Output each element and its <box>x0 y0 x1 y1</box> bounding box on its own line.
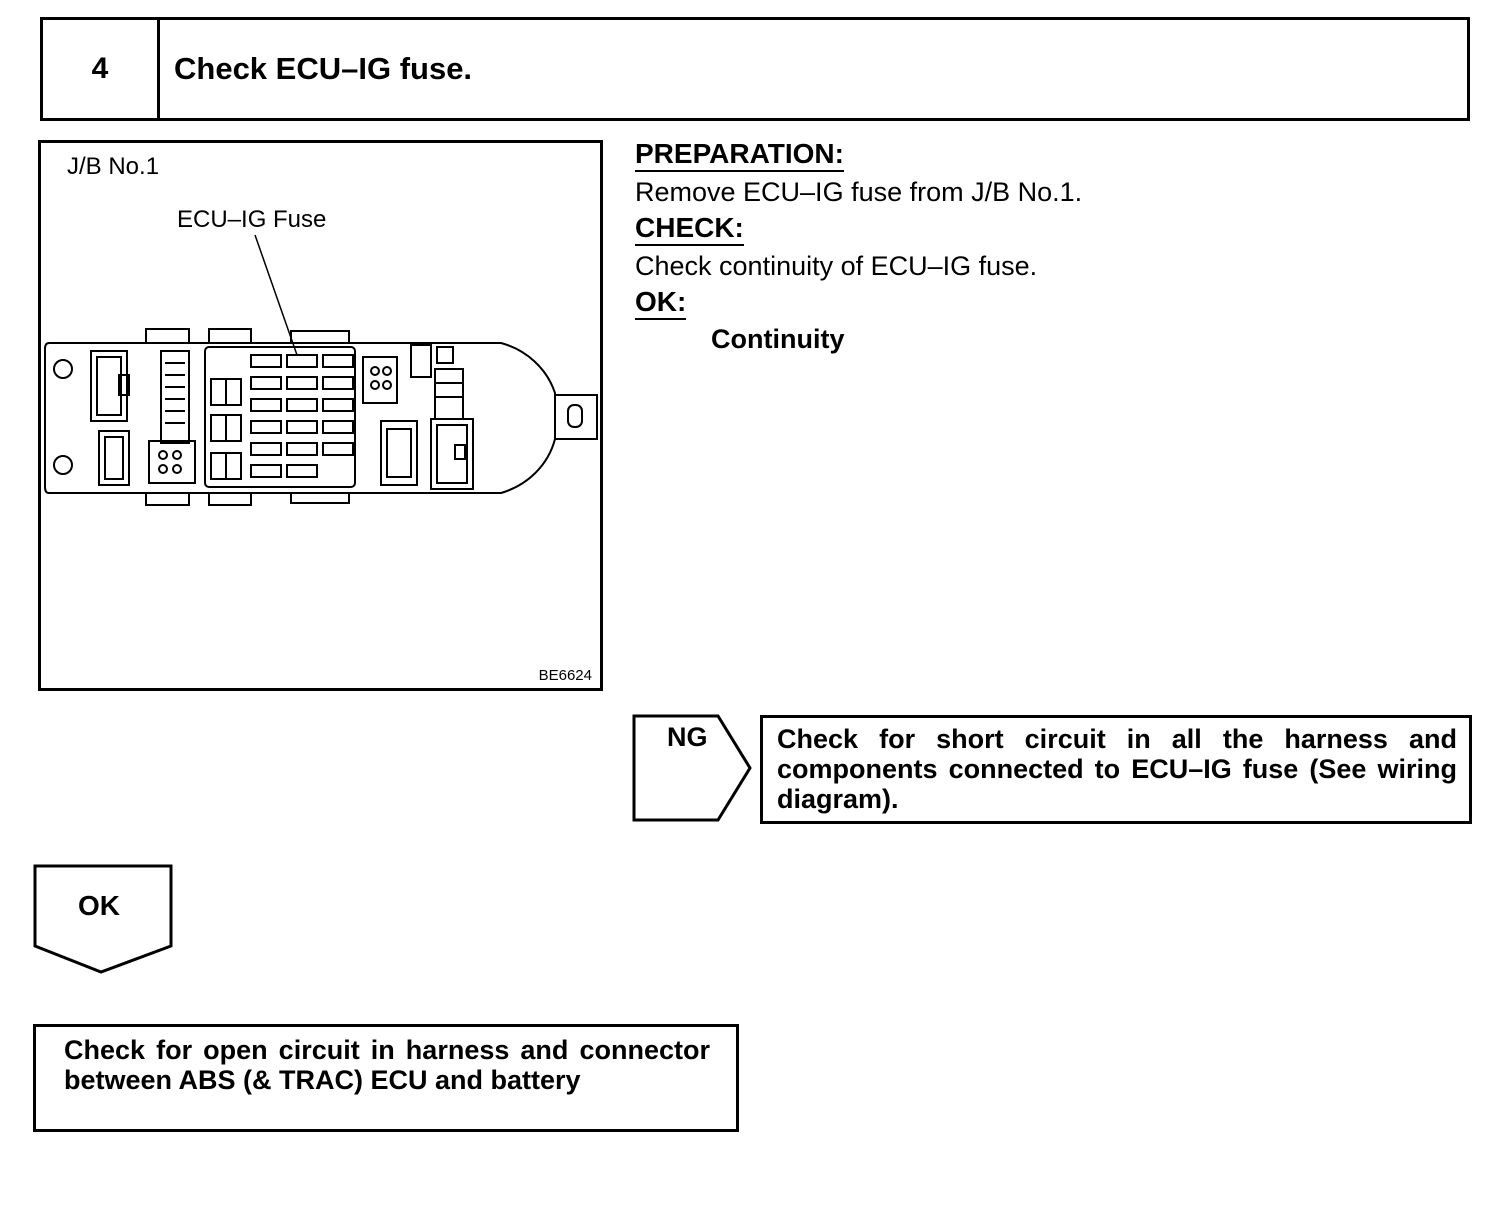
junction-block-drawing <box>44 234 598 506</box>
ok-value: Continuity <box>711 324 845 354</box>
junction-block-label: J/B No.1 <box>67 153 160 180</box>
ng-arrow-icon <box>632 714 752 822</box>
check-heading: CHECK: <box>635 212 744 246</box>
step-header: 4 Check ECU–IG fuse. <box>40 17 1470 121</box>
step-title: Check ECU–IG fuse. <box>174 51 473 86</box>
ok-arrow-icon <box>33 864 173 974</box>
fuse-callout-label: ECU–IG Fuse <box>177 206 327 233</box>
ng-label: NG <box>667 722 708 752</box>
ok-label: OK <box>78 890 120 921</box>
ng-action-box: Check for short circuit in all the harne… <box>760 715 1472 824</box>
figure-code: BE6624 <box>538 667 592 684</box>
ok-heading: OK: <box>635 286 687 320</box>
check-text: Check continuity of ECU–IG fuse. <box>635 251 1038 281</box>
preparation-text: Remove ECU–IG fuse from J/B No.1. <box>635 177 1083 207</box>
instructions: PREPARATION: Remove ECU–IG fuse from J/B… <box>635 138 1475 355</box>
fuse-leader-line <box>254 234 298 356</box>
junction-block-figure: J/B No.1 ECU–IG Fuse BE6624 <box>38 140 603 691</box>
ok-action-box: Check for open circuit in harness and co… <box>33 1024 739 1132</box>
step-number: 4 <box>43 20 160 118</box>
preparation-heading: PREPARATION: <box>635 138 844 172</box>
